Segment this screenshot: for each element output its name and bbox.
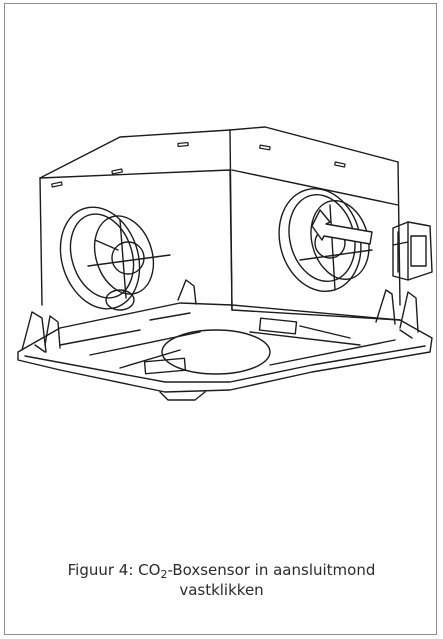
caption-line-2: vastklikken <box>179 581 264 599</box>
caption-prefix: Figuur 4: CO <box>67 561 161 579</box>
caption-suffix: -Boxsensor in aansluitmond <box>167 561 376 579</box>
co2-box-sensor <box>392 221 433 281</box>
right-connection-spigot <box>278 188 373 292</box>
top-slots <box>51 141 346 188</box>
corner-brackets <box>21 279 419 353</box>
box-left-wall <box>39 169 233 311</box>
caption-subscript: 2 <box>160 568 168 581</box>
mounting-base-plate <box>17 302 433 401</box>
insert-arrow <box>311 209 373 245</box>
left-connection-spigot <box>59 206 171 311</box>
figure-frame <box>4 3 437 635</box>
figure-caption: Figuur 4: CO2-Boxsensor in aansluitmond … <box>0 560 443 600</box>
box-right-wall <box>231 161 401 321</box>
